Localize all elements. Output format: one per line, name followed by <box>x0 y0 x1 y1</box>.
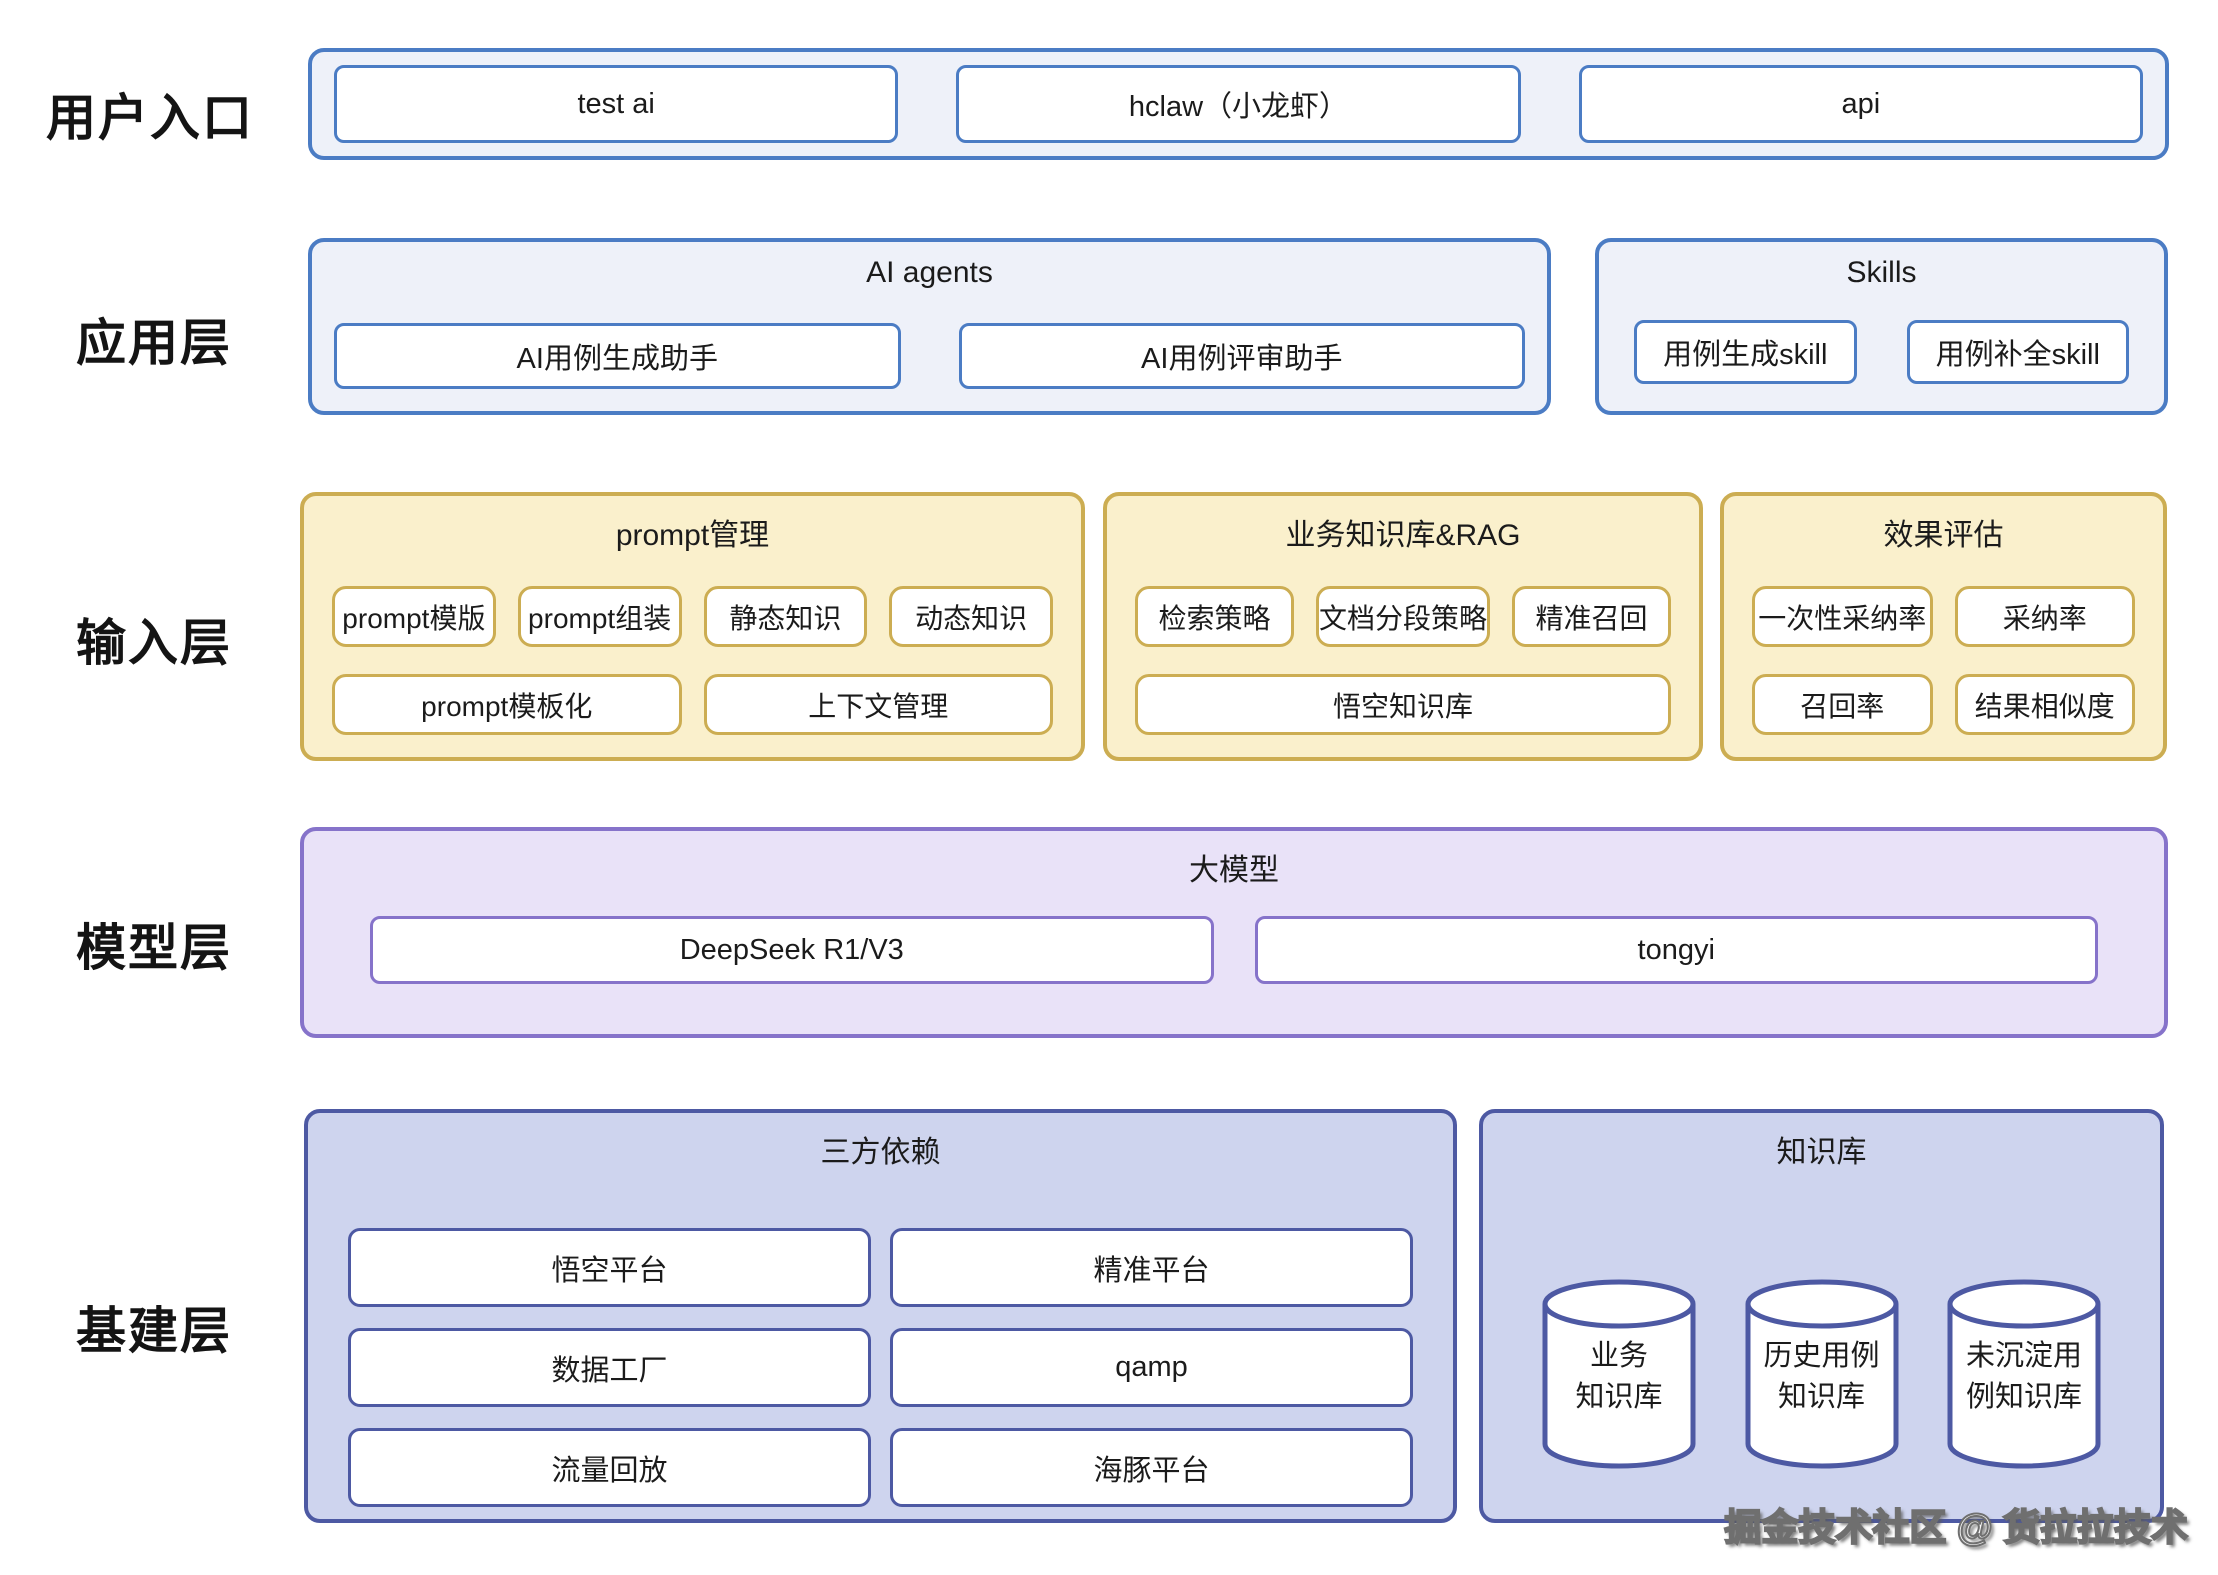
skills-container: Skills 用例生成skill 用例补全skill <box>1595 238 2168 415</box>
database-cylinder-icon <box>1947 1279 2101 1469</box>
ai-agents-container: AI agents AI用例生成助手 AI用例评审助手 <box>308 238 1551 415</box>
box-doc-segmentation-strategy: 文档分段策略 <box>1316 586 1491 647</box>
box-wukong-platform: 悟空平台 <box>348 1228 871 1307</box>
ai-agents-title: AI agents <box>866 256 993 289</box>
user-entry-container: test ai hclaw（小龙虾） api <box>308 48 2169 160</box>
box-deepseek: DeepSeek R1/V3 <box>370 916 1214 984</box>
box-prompt-template: prompt模版 <box>332 586 496 647</box>
box-dolphin-platform: 海豚平台 <box>890 1428 1413 1507</box>
third-party-container: 三方依赖 悟空平台 精准平台 数据工厂 qamp 流量回放 海豚平台 <box>304 1109 1457 1523</box>
evaluation-container: 效果评估 一次性采纳率 采纳率 召回率 结果相似度 <box>1720 492 2167 761</box>
layer-label-input: 输入层 <box>76 615 232 671</box>
box-context-management: 上下文管理 <box>703 674 1053 735</box>
box-one-shot-adoption-rate: 一次性采纳率 <box>1752 586 1933 647</box>
box-precision-platform: 精准平台 <box>890 1228 1413 1307</box>
knowledge-base-container: 知识库 业务 知识库 历史用例 知识库 <box>1479 1109 2164 1523</box>
box-test-ai: test ai <box>334 65 899 143</box>
cylinder-label-line2: 知识库 <box>1575 1381 1663 1413</box>
watermark-text: 掘金技术社区 @ 货拉拉技术 <box>1723 1506 2189 1549</box>
cylinder-label-line1: 历史用例 <box>1763 1340 1880 1372</box>
rag-container: 业务知识库&RAG 检索策略 文档分段策略 精准召回 悟空知识库 <box>1103 492 1703 761</box>
database-cylinder-business: 业务 知识库 <box>1541 1278 1697 1470</box>
cylinder-label-line2: 知识库 <box>1777 1381 1865 1413</box>
layer-label-model: 模型层 <box>76 920 232 976</box>
box-adoption-rate: 采纳率 <box>1954 586 2135 647</box>
database-cylinder-icon <box>1542 1279 1696 1469</box>
layer-label-application: 应用层 <box>76 315 232 371</box>
database-cylinder-icon <box>1745 1279 1898 1469</box>
cylinder-label-line1: 未沉淀用 <box>1965 1340 2082 1372</box>
layer-label-infrastructure: 基建层 <box>76 1303 232 1359</box>
box-api: api <box>1578 65 2143 143</box>
box-case-complete-skill: 用例补全skill <box>1906 320 2129 384</box>
box-dynamic-knowledge: 动态知识 <box>889 586 1053 647</box>
prompt-management-container: prompt管理 prompt模版 prompt组装 静态知识 动态知识 pro… <box>300 492 1085 761</box>
large-model-title: 大模型 <box>1189 854 1279 887</box>
box-ai-case-review-assistant: AI用例评审助手 <box>958 323 1525 389</box>
layer-label-user-entry: 用户入口 <box>46 90 254 146</box>
cylinder-label-line1: 业务 <box>1589 1340 1648 1372</box>
box-prompt-assembly: prompt组装 <box>517 586 682 647</box>
box-traffic-replay: 流量回放 <box>348 1428 871 1507</box>
large-model-container: 大模型 DeepSeek R1/V3 tongyi <box>300 827 2168 1038</box>
database-cylinder-history-cases: 历史用例 知识库 <box>1744 1278 1900 1470</box>
box-static-knowledge: 静态知识 <box>703 586 868 647</box>
box-wukong-knowledge-base: 悟空知识库 <box>1135 674 1671 735</box>
box-qamp: qamp <box>890 1328 1413 1407</box>
box-prompt-templating: prompt模板化 <box>332 674 682 735</box>
rag-title: 业务知识库&RAG <box>1285 519 1521 552</box>
box-ai-case-generate-assistant: AI用例生成助手 <box>334 323 901 389</box>
box-tongyi: tongyi <box>1254 916 2098 984</box>
skills-title: Skills <box>1846 256 1917 289</box>
prompt-management-title: prompt管理 <box>615 519 770 552</box>
third-party-title: 三方依赖 <box>820 1136 941 1169</box>
box-case-generate-skill: 用例生成skill <box>1634 320 1857 384</box>
database-cylinder-unsettled-cases: 未沉淀用 例知识库 <box>1946 1278 2102 1470</box>
evaluation-title: 效果评估 <box>1883 519 2004 552</box>
box-hclaw: hclaw（小龙虾） <box>956 65 1521 143</box>
box-precise-recall: 精准召回 <box>1512 586 1672 647</box>
box-data-factory: 数据工厂 <box>348 1328 871 1407</box>
box-recall-rate: 召回率 <box>1752 674 1933 735</box>
knowledge-base-title: 知识库 <box>1776 1136 1867 1169</box>
box-retrieval-strategy: 检索策略 <box>1135 586 1294 647</box>
cylinder-label-line2: 例知识库 <box>1965 1381 2082 1413</box>
box-result-similarity: 结果相似度 <box>1954 674 2135 735</box>
